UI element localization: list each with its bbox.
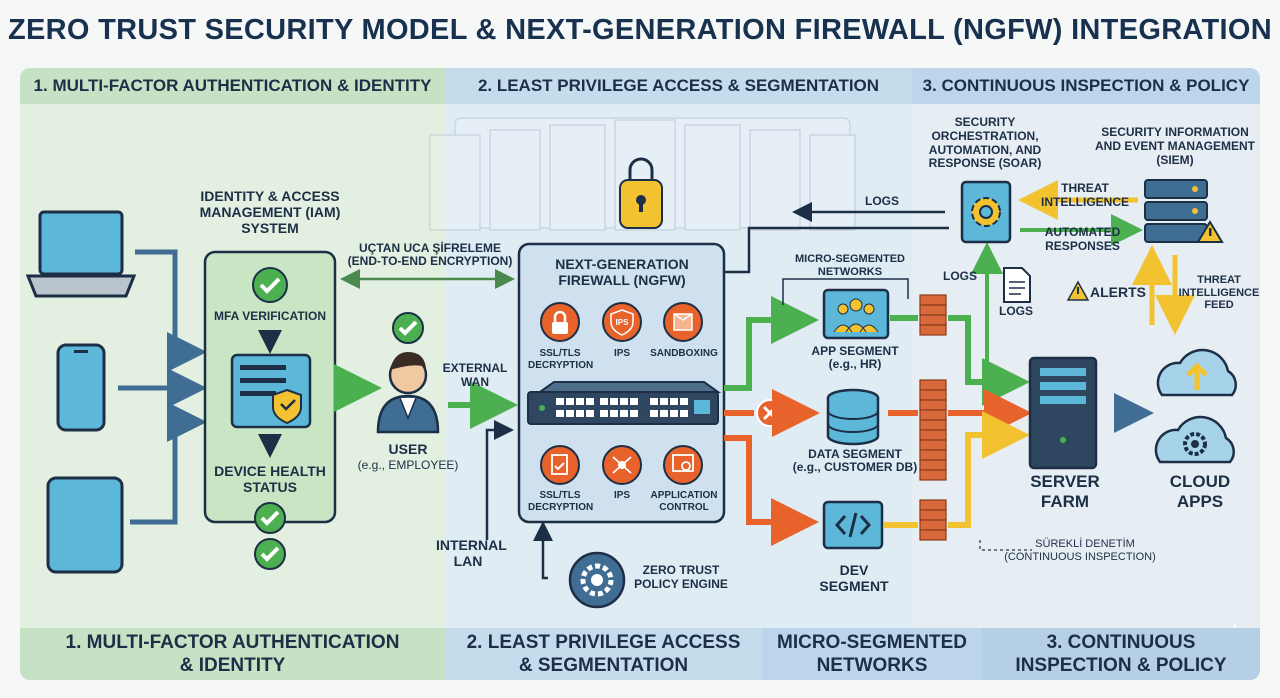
continuous-sub-label: (CONTINUOUS INSPECTION) [1004,551,1156,563]
zone-footer-text: 1. MULTI-FACTOR AUTHENTICATION & IDENTIT… [65,632,400,676]
mfa-label: MFA VERIFICATION [214,309,326,323]
app-control-icon [663,445,703,485]
laptop-icon [25,210,137,298]
policy-engine-label: ZERO TRUST POLICY ENGINE [634,563,728,591]
ngfw-feature-label: IPS [613,490,631,501]
zone-header-identity: 1. MULTI-FACTOR AUTHENTICATION & IDENTIT… [20,68,445,104]
zone-footer-text: 2. LEAST PRIVILEGE ACCESS & SEGMENTATION [466,632,741,676]
zone-footer-micro: MICRO-SEGMENTED NETWORKS [762,628,982,680]
cloud-gear-icon [1154,415,1235,464]
ips-network-icon [602,445,642,485]
internal-lan-label: INTERNAL LAN [436,537,507,570]
lock-icon [619,157,663,229]
zone-header-inspection: 3. CONTINUOUS INSPECTION & POLICY [912,68,1260,104]
alerts-label: ALERTS [1090,284,1146,300]
cloud-apps-label: CLOUD APPS [1169,472,1231,511]
cloud-upload-icon [1156,348,1237,397]
data-segment-sub: (e.g., CUSTOMER DB) [792,460,918,474]
logs-label: LOGS [864,194,899,208]
policy-engine-gear-icon [568,551,626,609]
siem-server-icon [1144,179,1224,243]
check-icon [254,538,286,570]
user-icon [376,352,440,434]
log-document-icon [1003,267,1031,303]
zone-header-segmentation: 2. LEAST PRIVILEGE ACCESS & SEGMENTATION [445,68,912,104]
logs-label: LOGS [942,269,977,283]
network-switch-icon [527,381,722,425]
user-label: USER [388,441,428,457]
firewall-wall-icon [919,499,947,541]
phone-icon [56,343,106,432]
ngfw-feature-label: SANDBOXING [650,348,718,359]
user-sub-label: (e.g., EMPLOYEE) [357,458,459,472]
logs-label: LOGS [998,304,1033,318]
continuous-label: SÜREKLİ DENETİM [1035,538,1135,550]
data-segment-label: DATA SEGMENT [808,447,902,461]
dev-segment-label: DEV SEGMENT [819,562,889,595]
zone-footer-identity: 1. MULTI-FACTOR AUTHENTICATION & IDENTIT… [20,628,445,680]
check-icon [252,267,288,303]
zone-footer-text: 3. CONTINUOUS INSPECTION & POLICY [1015,632,1227,676]
ngfw-title: NEXT-GENERATION FIREWALL (NGFW) [555,256,689,289]
automated-responses-label: AUTOMATED RESPONSES [1044,225,1121,253]
ips-icon-text: IPS [616,318,630,327]
zone-footer-segmentation: 2. LEAST PRIVILEGE ACCESS & SEGMENTATION [445,628,762,680]
encryption-label: UÇTAN UCA ŞİFRELEME [359,241,501,255]
external-wan-label: EXTERNAL WAN [442,361,508,389]
threat-feed-label: THREAT INTELLIGENCE FEED [1178,274,1260,312]
soar-gear-icon [960,180,1012,244]
micro-networks-label: MICRO-SEGMENTED NETWORKS [795,253,905,278]
sandbox-icon [663,302,703,342]
padlock-feature-icon [540,302,580,342]
server-farm-label: SERVER FARM [1030,472,1100,511]
threat-intel-label: THREAT INTELLIGENCE [1040,181,1129,209]
firewall-wall-icon [919,294,947,336]
app-segment-icon [822,288,890,340]
database-icon [826,388,880,446]
code-icon [822,500,884,550]
diagram-title: ZERO TRUST SECURITY MODEL & NEXT-GENERAT… [8,14,1272,46]
iam-title: IDENTITY & ACCESS MANAGEMENT (IAM) SYSTE… [199,188,341,237]
ips-shield-icon: IPS [602,302,642,342]
ngfw-feature-label: APPLICATION CONTROL [650,490,718,513]
device-health-label: DEVICE HEALTH STATUS [214,463,326,496]
device-to-iam-arrows [118,249,207,525]
ssl-doc-icon [540,445,580,485]
ngfw-feature-label: SSL/TLS DECRYPTION [528,490,594,513]
app-segment-label: APP SEGMENT [811,344,899,358]
firewall-wall-icon [919,379,947,481]
check-icon [392,312,424,344]
alert-warning-icon [1066,280,1090,301]
blocked-x-icon [756,399,784,427]
encryption-sub-label: (END-TO-END ENCRYPTION) [347,254,513,268]
app-segment-sub: (e.g., HR) [828,357,882,371]
ngfw-feature-label: SSL/TLS DECRYPTION [528,348,594,371]
soar-label: SECURITY ORCHESTRATION, AUTOMATION, AND … [928,115,1042,171]
tablet-icon [46,476,124,574]
siem-label: SECURITY INFORMATION AND EVENT MANAGEMEN… [1094,125,1255,167]
zone-footer-inspection: 3. CONTINUOUS INSPECTION & POLICY [982,628,1260,680]
iam-dashboard-icon [230,353,312,429]
server-farm-icon [1028,356,1098,470]
check-icon [254,502,286,534]
ngfw-feature-label: IPS [613,348,631,359]
zone-footer-text: MICRO-SEGMENTED NETWORKS [777,632,967,676]
